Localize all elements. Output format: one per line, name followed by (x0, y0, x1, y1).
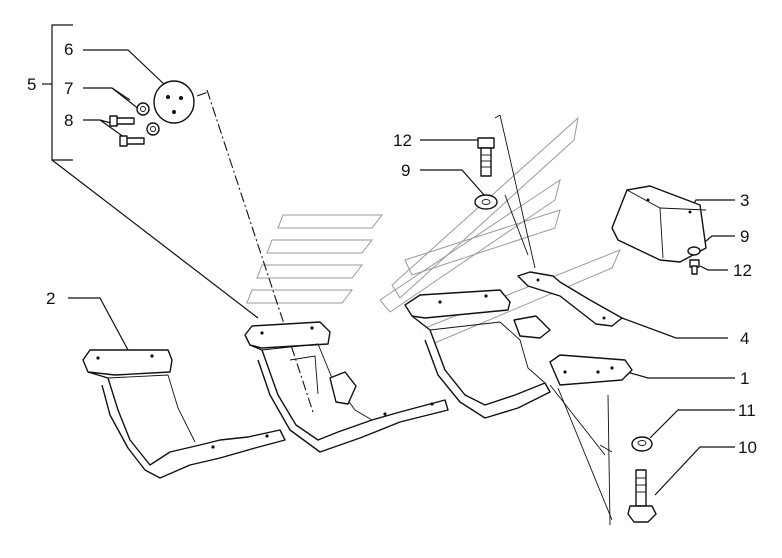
label-9-right: 9 (740, 227, 749, 246)
label-12-upper: 12 (393, 131, 412, 150)
callout-labels: 5 6 7 8 12 9 2 3 9 12 4 1 11 10 (27, 40, 757, 457)
part-12-bolt-upper (477, 137, 495, 177)
label-4: 4 (740, 329, 749, 348)
part-6-cover-plate (153, 80, 195, 124)
part-4-plate (517, 271, 623, 327)
label-3: 3 (740, 191, 749, 210)
label-9-upper: 9 (401, 161, 410, 180)
part-11-washer (631, 436, 653, 452)
leader-lines (68, 49, 735, 496)
label-5: 5 (27, 75, 36, 94)
label-11: 11 (738, 401, 756, 420)
part-7-washers (136, 102, 160, 136)
label-2: 2 (46, 289, 55, 308)
centre-bracket (244, 321, 449, 453)
right-bracket (404, 289, 633, 419)
watermark-logo (246, 116, 621, 346)
label-1: 1 (740, 369, 749, 388)
part-8-screws (109, 115, 145, 147)
label-12-right: 12 (733, 261, 752, 280)
part-2-bracket (82, 349, 286, 479)
label-6: 6 (64, 40, 73, 59)
label-10: 10 (738, 438, 757, 457)
part-9-washer-right (687, 246, 701, 256)
label-8: 8 (64, 111, 73, 130)
label-7: 7 (64, 79, 73, 98)
part-10-bolt (627, 469, 657, 523)
group-5-bracket (42, 24, 259, 319)
alignment-lines (196, 89, 613, 526)
part-9-washer-upper (474, 194, 498, 210)
part-3-cover (611, 185, 707, 263)
part-12-bolt-right (689, 259, 700, 275)
